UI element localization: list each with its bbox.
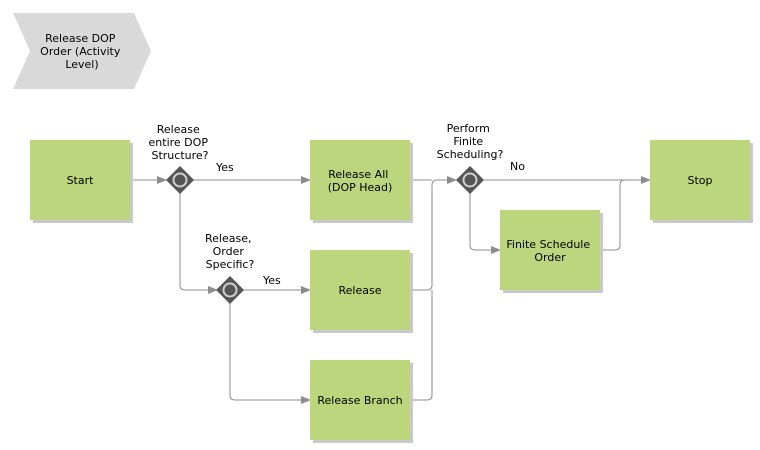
activity-label-line: (DOP Head) bbox=[328, 181, 393, 194]
connector bbox=[179, 193, 218, 294]
edge-label-yes: Yes bbox=[262, 274, 281, 287]
activity-label-line: Order bbox=[534, 251, 566, 264]
connector bbox=[469, 193, 501, 254]
activity-finite-schedule-order[interactable]: Finite Schedule Order bbox=[500, 210, 603, 293]
activity-label-line: Finite Schedule bbox=[506, 238, 590, 251]
activity-release-all[interactable]: Release All (DOP Head) bbox=[310, 140, 413, 223]
activity-label-line: Release Branch bbox=[317, 394, 402, 407]
gateway-label-line: Scheduling? bbox=[437, 148, 504, 161]
gateway-label: Release entire DOP Structure? bbox=[149, 123, 212, 162]
gateway-release-entire[interactable] bbox=[166, 166, 194, 194]
activity-release-branch[interactable]: Release Branch bbox=[310, 360, 413, 443]
gateway-label: Release, Order Specific? bbox=[205, 232, 255, 271]
activity-label-line: Release All bbox=[328, 168, 388, 181]
gateway-label-line: Structure? bbox=[151, 149, 208, 162]
gateway-label-line: Order bbox=[213, 245, 245, 258]
gateway-release-order[interactable] bbox=[216, 276, 244, 304]
process-title-chevron: Release DOP Order (Activity Level) bbox=[13, 13, 151, 89]
edge-label-no: No bbox=[510, 160, 525, 173]
gateway-label: Perform Finite Scheduling? bbox=[437, 122, 504, 161]
gateway-label-line: Perform bbox=[447, 122, 490, 135]
activity-label: Release Branch bbox=[317, 394, 402, 407]
connector bbox=[410, 290, 433, 401]
activity-start[interactable]: Start bbox=[30, 140, 133, 223]
gateway-label-line: entire DOP bbox=[149, 136, 209, 149]
activity-label-line: Release bbox=[339, 284, 382, 297]
activity-label: Stop bbox=[687, 174, 712, 187]
gateway-label-line: Release bbox=[157, 123, 200, 136]
activity-stop[interactable]: Stop bbox=[650, 140, 753, 223]
activity-label-line: Start bbox=[67, 174, 95, 187]
edge-label-yes: Yes bbox=[215, 161, 234, 174]
process-title-line: Level) bbox=[65, 58, 98, 71]
process-title-line: Release DOP bbox=[45, 32, 116, 45]
process-title-text: Release DOP Order (Activity Level) bbox=[40, 32, 124, 71]
connector bbox=[600, 179, 626, 251]
activity-release[interactable]: Release bbox=[310, 250, 413, 333]
gateway-perform-finite[interactable] bbox=[456, 166, 484, 194]
gateway-label-line: Finite bbox=[453, 135, 483, 148]
connectors bbox=[130, 176, 651, 404]
connector bbox=[410, 176, 457, 291]
activity-label: Start bbox=[67, 174, 95, 187]
activity-label: Finite Schedule Order bbox=[506, 238, 593, 264]
activity-label: Release bbox=[339, 284, 382, 297]
activity-label-line: Stop bbox=[687, 174, 712, 187]
activity-label: Release All (DOP Head) bbox=[328, 168, 393, 194]
process-title-line: Order (Activity bbox=[40, 45, 121, 58]
gateway-label-line: Release, bbox=[205, 232, 251, 245]
connector bbox=[229, 303, 311, 404]
gateway-label-line: Specific? bbox=[206, 258, 255, 271]
